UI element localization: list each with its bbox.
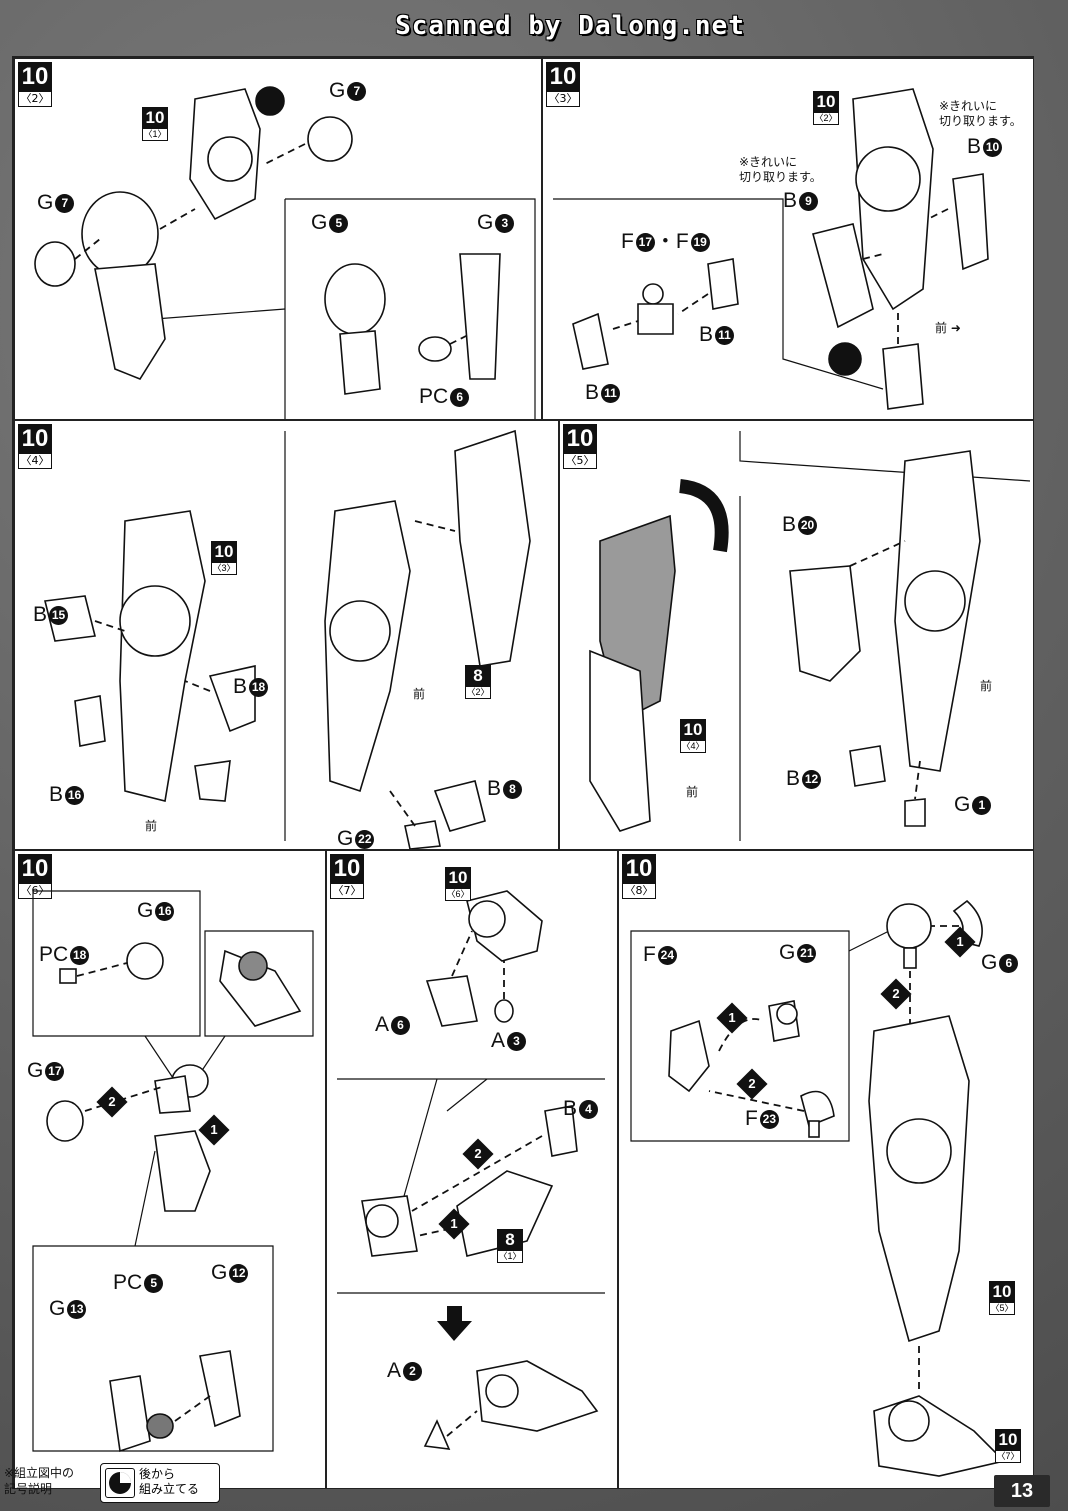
step-number: 10 <box>18 424 52 454</box>
legend-box: 後から組み立てる <box>100 1463 220 1503</box>
cut-cleanly-note: ※きれいに切り取ります。 <box>739 155 822 184</box>
arm-assembly-illustration <box>34 86 536 419</box>
panel-step-10-3: 10 〈3〉 10 〈2〉 ※きれいに切り取ります。 ※きれいに切り取りま <box>542 58 1034 420</box>
step-order-badge: 1 <box>198 1114 230 1146</box>
reference-tag: 10 〈3〉 <box>211 541 237 575</box>
step-number: 10 <box>563 424 597 454</box>
step-substep: 〈8〉 <box>622 884 656 899</box>
step-number: 10 <box>330 854 364 884</box>
step-order-badge: 1 <box>944 926 976 958</box>
leg-armor-illustration <box>44 429 531 849</box>
leg-attachment-illustration <box>589 431 1031 841</box>
step-tag: 10 〈7〉 <box>330 854 364 899</box>
panel-step-10-8: 10 〈8〉 10 〈5〉 <box>618 850 1034 1489</box>
step-substep: 〈5〉 <box>563 454 597 469</box>
foot-assembly-illustration <box>337 890 605 1450</box>
step-order-badge: 2 <box>462 1138 494 1170</box>
watermark: Scanned by Dalong.net <box>395 11 745 41</box>
step-number: 10 <box>18 62 52 92</box>
step-number: 10 <box>622 854 656 884</box>
step-tag: 10 〈3〉 <box>546 62 580 107</box>
panel-step-10-4: 10 〈4〉 10 〈3〉 8 〈2〉 <box>14 420 559 850</box>
step-order-badge: 2 <box>880 978 912 1010</box>
step-substep: 〈2〉 <box>18 92 52 107</box>
reference-tag: 10 〈5〉 <box>989 1281 1015 1315</box>
step-order-badge: 1 <box>438 1208 470 1240</box>
step-order-badge: 2 <box>96 1086 128 1118</box>
legend: ※組立図中の記号説明 後から組み立てる <box>4 1463 234 1505</box>
half-filled-circle-icon <box>105 1468 135 1498</box>
reference-tag: 10 〈6〉 <box>445 867 471 901</box>
reference-tag: 8 〈1〉 <box>497 1229 523 1263</box>
header-strip: Scanned by Dalong.net <box>360 6 780 46</box>
step-number: 10 <box>546 62 580 92</box>
step-tag: 10 〈8〉 <box>622 854 656 899</box>
leg-completion-illustration <box>630 899 1006 1477</box>
forward-indicator: 前 <box>413 687 426 701</box>
forward-indicator: 前 ➜ <box>935 321 961 335</box>
step-number: 10 <box>18 854 52 884</box>
reference-tag: 10 〈2〉 <box>813 91 839 125</box>
forward-indicator: 前 <box>980 679 993 693</box>
reference-tag: 10 〈4〉 <box>680 719 706 753</box>
step-substep: 〈7〉 <box>330 884 364 899</box>
forward-indicator: 前 <box>686 785 699 799</box>
reference-tag: 10 〈7〉 <box>995 1429 1021 1463</box>
legend-text: 後から組み立てる <box>139 1467 200 1496</box>
panel-step-10-7: 10 〈7〉 10 〈6〉 8 <box>326 850 618 1489</box>
reference-tag: 8 〈2〉 <box>465 665 491 699</box>
step-order-badge: 1 <box>716 1002 748 1034</box>
waist-assembly-illustration <box>553 88 989 410</box>
step-tag: 10 〈5〉 <box>563 424 597 469</box>
legend-note: ※組立図中の記号説明 <box>4 1466 75 1496</box>
step-order-badge: 2 <box>736 1068 768 1100</box>
step-substep: 〈4〉 <box>18 454 52 469</box>
head-unit-illustration <box>32 890 314 1453</box>
page-number: 13 <box>994 1475 1050 1507</box>
forward-indicator: 前 <box>145 819 158 833</box>
step-tag: 10 〈2〉 <box>18 62 52 107</box>
step-substep: 〈3〉 <box>546 92 580 107</box>
cut-cleanly-note: ※きれいに切り取ります。 <box>939 99 1022 128</box>
step-tag: 10 〈4〉 <box>18 424 52 469</box>
reference-tag: 10 〈1〉 <box>142 107 168 141</box>
